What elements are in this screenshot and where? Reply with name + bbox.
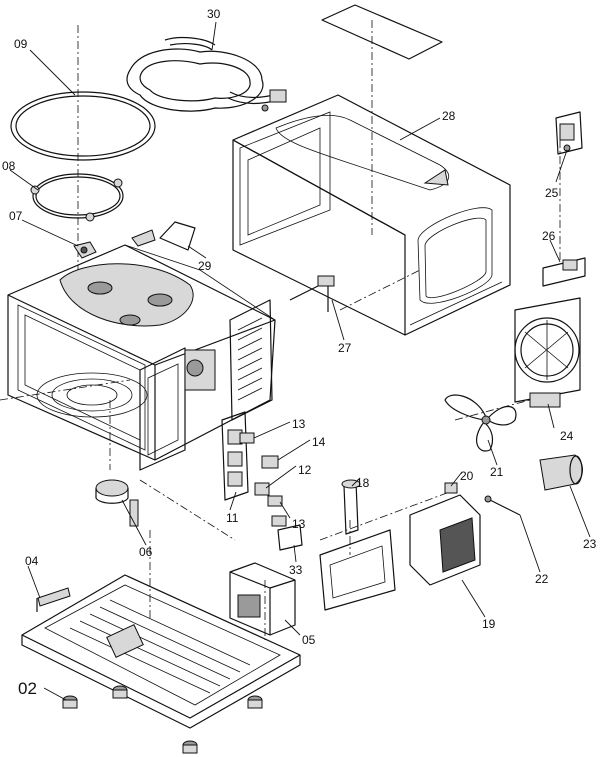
thermostat-part (542, 257, 586, 287)
callout-02: 02 (18, 679, 37, 698)
roller-ring-part (30, 173, 124, 222)
waveguide-part (319, 529, 396, 611)
callout-19: 19 (482, 617, 496, 631)
callout-28: 28 (442, 109, 456, 123)
callout-06: 06 (139, 545, 153, 559)
callout-22: 22 (535, 572, 549, 586)
callout-09: 09 (14, 37, 28, 51)
bracket-small-part (131, 229, 156, 247)
capacitor-part (539, 454, 583, 491)
callout-13: 13 (292, 417, 306, 431)
fan-motor-bracket-part (514, 297, 581, 408)
callout-05: 05 (302, 633, 316, 647)
foot-2 (112, 685, 128, 699)
turntable-glass-part (10, 91, 156, 161)
transformer-05-part (229, 562, 296, 636)
callout-30: 30 (207, 7, 221, 21)
callout-23: 23 (583, 537, 597, 551)
thermal-cutout-part (289, 275, 335, 312)
callout-27: 27 (338, 341, 352, 355)
leader-lines (9, 21, 591, 701)
foot-1 (62, 695, 78, 709)
callout-labels: 30 09 08 07 28 25 29 26 27 24 21 13 14 1… (2, 7, 597, 698)
outer-case-part (232, 94, 511, 336)
callout-12: 12 (298, 463, 312, 477)
callout-14: 14 (312, 435, 326, 449)
foot-3 (182, 740, 198, 754)
cavity-assembly-part (7, 244, 276, 471)
callout-29: 29 (198, 259, 212, 273)
lamp-holder-part (555, 111, 583, 155)
coupler-part (73, 241, 97, 259)
high-voltage-transformer-part (409, 482, 481, 586)
callout-07: 07 (9, 209, 23, 223)
callout-20: 20 (460, 469, 474, 483)
grill-heater-part (126, 36, 287, 112)
callout-26: 26 (542, 229, 556, 243)
diode-part (484, 495, 521, 516)
callout-13b: 13 (292, 517, 306, 531)
callout-21: 21 (490, 465, 504, 479)
callout-18: 18 (356, 476, 370, 490)
door-latch-switch-assembly-part (221, 411, 287, 527)
callout-24: 24 (560, 429, 574, 443)
feet-part (62, 685, 263, 754)
turntable-motor-part (95, 479, 139, 527)
callout-25: 25 (545, 186, 559, 200)
base-plate-part (21, 574, 301, 729)
bracket-04-part (36, 587, 71, 612)
fan-blade-part (444, 394, 517, 452)
waveguide-cover-part (159, 221, 196, 251)
callout-08: 08 (2, 159, 16, 173)
callout-11: 11 (226, 511, 239, 525)
assembly-axis-lines (0, 20, 561, 640)
callout-33: 33 (289, 563, 303, 577)
top-cover-film-part (321, 4, 443, 60)
callout-04: 04 (25, 554, 39, 568)
foot-4 (247, 695, 263, 709)
bracket-33-part (277, 524, 303, 551)
